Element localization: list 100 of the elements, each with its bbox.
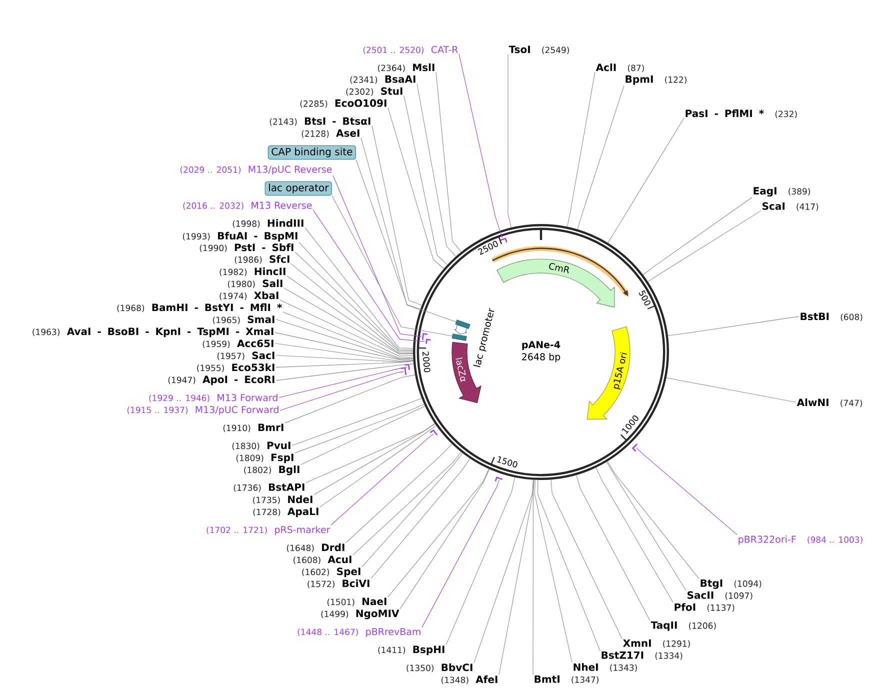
- feature-band: p15A ori: [586, 326, 630, 420]
- leader-line: [332, 195, 452, 336]
- primer-mark: [400, 367, 407, 376]
- enzyme-name: NdeI: [288, 495, 312, 504]
- enzyme-name: XmnI: [623, 639, 651, 647]
- cut-position: (1137): [707, 604, 734, 612]
- primer-range: (2029 .. 2051): [180, 166, 241, 174]
- leader-line: [352, 452, 462, 556]
- primer-mark: [426, 338, 431, 344]
- enzyme-name: FspI: [271, 454, 294, 464]
- leader-line: [388, 107, 444, 269]
- enzyme-name: PfoI: [674, 603, 696, 611]
- cut-position: (1501): [327, 598, 354, 606]
- enzyme-name: AlwNI: [796, 398, 828, 406]
- primer-range: (1929 .. 1946): [149, 394, 210, 402]
- leader-line: [642, 197, 752, 276]
- leader-line: [566, 72, 596, 227]
- cut-position: (2549): [542, 46, 569, 54]
- enzyme-name: SmaI: [248, 316, 274, 324]
- leader-line: [400, 468, 490, 610]
- cut-position: (747): [840, 400, 862, 408]
- cut-position: (1974): [220, 292, 247, 300]
- enzyme-name: Acc65I: [237, 340, 274, 348]
- cut-position: (389): [788, 188, 810, 196]
- leader-line: [596, 467, 674, 603]
- primer-name: CAT-R: [431, 46, 458, 54]
- enzyme-name: StuI: [381, 87, 402, 95]
- leader-line: [372, 125, 422, 306]
- leader-line: [362, 452, 463, 568]
- cut-position: (1959): [202, 340, 230, 348]
- leader-line: [286, 276, 414, 354]
- leader-line: [422, 480, 500, 628]
- leader-line: [446, 477, 516, 646]
- cut-position: (1350): [406, 664, 434, 672]
- leader-line: [284, 288, 414, 354]
- cut-position: (2302): [346, 88, 374, 96]
- cut-position: (1993): [182, 232, 210, 241]
- primer-mark: [500, 238, 508, 242]
- feature-tag: lac operator: [264, 181, 332, 196]
- cut-position: (1963): [32, 328, 60, 336]
- enzyme-name: AvaI - BsoBI - KpnI - TspMI - XmaI: [66, 328, 274, 338]
- leader-line: [276, 361, 414, 368]
- leader-line: [404, 95, 448, 266]
- cut-position: (1608): [294, 556, 320, 564]
- enzyme-name: BbvCI: [442, 663, 472, 672]
- cut-position: (1735): [253, 496, 280, 504]
- cut-position: (1910): [223, 424, 250, 432]
- cut-position: (1343): [610, 664, 637, 672]
- tick-label: 500: [638, 290, 650, 306]
- enzyme-name: AfeI: [476, 675, 498, 684]
- cut-position: (1572): [308, 580, 334, 588]
- primer-mark: [632, 444, 638, 452]
- leader-line: [280, 371, 404, 411]
- leader-line: [292, 398, 422, 446]
- tick-label: 1500: [497, 456, 518, 468]
- cut-position: (1499): [321, 610, 348, 618]
- leader-line: [577, 85, 624, 230]
- enzyme-name: BstAPI: [268, 483, 304, 491]
- cut-position: (1998): [232, 220, 260, 228]
- enzyme-name: ScaI: [762, 202, 784, 210]
- enzyme-name: NgoMIV: [356, 610, 400, 620]
- primer-name: M13 Forward: [218, 394, 278, 402]
- enzyme-name: NheI: [574, 663, 598, 671]
- tick-label: 2000: [422, 352, 430, 372]
- enzyme-name: DrdI: [322, 543, 344, 552]
- enzyme-name: BfuAI - BspMI: [218, 232, 298, 242]
- leader-line: [370, 458, 470, 579]
- enzyme-name: EcoO109I: [335, 99, 386, 107]
- cut-position: (1291): [663, 640, 690, 648]
- leader-line: [300, 406, 426, 465]
- enzyme-name: SfcI: [270, 255, 290, 263]
- cut-position: (2128): [302, 130, 329, 138]
- cut-position: (608): [840, 314, 862, 322]
- leader-line: [534, 480, 572, 663]
- leader-line: [537, 480, 600, 651]
- enzyme-name: PstI - SbfI: [234, 243, 294, 252]
- cut-position: (1830): [232, 442, 260, 450]
- cut-position: (2285): [300, 100, 328, 108]
- leader-line: [606, 462, 686, 591]
- cut-position: (1334): [655, 652, 682, 660]
- enzyme-name: NaeI: [362, 598, 386, 606]
- cut-position: (122): [665, 76, 686, 84]
- primer-range: (2501 .. 2520): [363, 46, 424, 54]
- leader-line: [388, 468, 490, 598]
- leader-line: [312, 209, 426, 342]
- primer-range: (2016 .. 2032): [183, 202, 244, 210]
- enzyme-name: BstBI: [800, 312, 829, 320]
- cut-position: (232): [775, 110, 797, 118]
- leader-line: [636, 448, 738, 535]
- leader-line: [282, 312, 414, 358]
- enzyme-name: BtsI - BtsαI: [304, 117, 370, 125]
- enzyme-name: EagI: [754, 187, 776, 197]
- enzyme-name: BmtI: [534, 675, 560, 683]
- enzyme-name: BtgI: [700, 579, 722, 589]
- cut-position: (1728): [253, 508, 280, 516]
- enzyme-name: TsoI: [508, 46, 530, 54]
- cut-position: (87): [628, 64, 644, 72]
- leader-line: [276, 364, 414, 381]
- leader-line: [284, 374, 416, 424]
- feature-bar: [455, 320, 470, 329]
